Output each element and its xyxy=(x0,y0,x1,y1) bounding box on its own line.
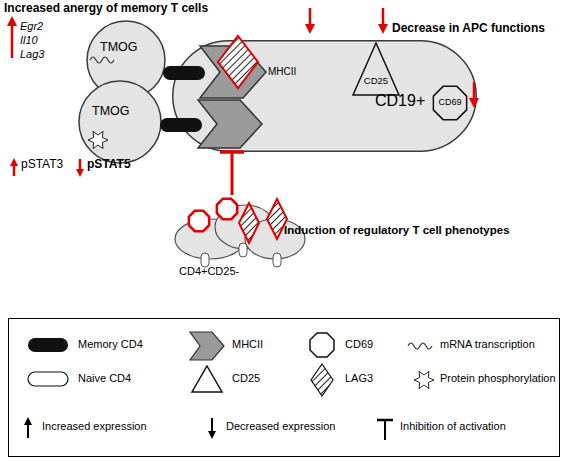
molecule-label: MHCII xyxy=(268,66,296,78)
legend-sample xyxy=(28,372,68,386)
gene-name: Egr2 xyxy=(20,20,43,33)
legend-sample xyxy=(27,424,29,438)
legend-sample xyxy=(28,338,68,352)
legend-sample xyxy=(414,371,434,388)
node-label: CD69 xyxy=(431,97,469,107)
naive-cell-group: CD4+CD25- xyxy=(165,195,310,283)
legend-item: Memory CD4 xyxy=(78,338,143,351)
legend-item: MHCII xyxy=(232,338,263,351)
cell-body xyxy=(79,81,161,163)
node-label: CD19+ xyxy=(375,92,425,110)
cell-body xyxy=(173,41,477,152)
naive-cd4-receptor xyxy=(239,243,247,257)
legend-item: LAG3 xyxy=(345,372,373,385)
gene-name: Il10 xyxy=(20,34,38,47)
legend-label: MHCII xyxy=(232,338,263,351)
naive-cd4-receptor xyxy=(201,253,209,267)
cd69-octagon xyxy=(217,199,237,219)
legend-sample xyxy=(311,364,333,396)
legend-sample xyxy=(208,431,216,439)
legend-label: Inhibition of activation xyxy=(400,420,506,433)
decrease-arrow-head xyxy=(76,169,84,177)
node-label: CD4+CD25- xyxy=(179,265,239,278)
decrease-arrow-head xyxy=(378,24,388,34)
legend-sample xyxy=(408,343,432,349)
decrease-arrow-head xyxy=(305,24,315,34)
legend-item: mRNA transcription xyxy=(440,338,535,351)
legend-sample xyxy=(384,420,386,440)
apc-cell-outline xyxy=(172,40,477,152)
legend-label: Memory CD4 xyxy=(78,338,143,351)
legend-frame xyxy=(9,319,560,457)
decrease-arrow xyxy=(79,159,82,170)
legend-label: Increased expression xyxy=(42,420,147,433)
cd25-triangle: CD25 xyxy=(352,42,400,96)
increase-arrow xyxy=(11,24,14,58)
node-label: TMOG xyxy=(92,104,130,118)
lag3-diamond xyxy=(239,203,259,243)
legend-label: Protein phosphorylation xyxy=(440,372,556,385)
node-label: TMOG xyxy=(100,40,138,54)
legend-sample xyxy=(24,417,32,425)
t-cell-outline xyxy=(78,80,162,164)
connectors xyxy=(220,152,244,195)
apc-cell: CD19+ CD25CD69 xyxy=(172,40,477,152)
protein-label: pSTAT5 xyxy=(87,158,131,172)
cd69-octagon xyxy=(189,211,209,231)
node-label: CD25 xyxy=(352,76,400,87)
legend-sample xyxy=(192,366,222,392)
legend-sample xyxy=(211,418,213,432)
decrease-arrow xyxy=(382,8,385,26)
legend-item: Protein phosphorylation xyxy=(440,372,556,385)
legend-label: LAG3 xyxy=(345,372,373,385)
legend-item: Increased expression xyxy=(42,420,147,433)
legend-label: CD25 xyxy=(232,372,260,385)
legend-item: CD69 xyxy=(345,338,373,351)
legend-label: mRNA transcription xyxy=(440,338,535,351)
naive-cd4-receptor xyxy=(273,253,281,267)
inhibition-line xyxy=(231,152,234,195)
section-title: Induction of regulatory T cell phenotype… xyxy=(284,224,510,237)
connector-group xyxy=(220,152,244,195)
legend-sample xyxy=(377,419,393,422)
legend-item: Inhibition of activation xyxy=(400,420,506,433)
legend-item: Decreased expression xyxy=(226,420,335,433)
increase-arrow-head xyxy=(10,158,18,166)
increase-arrow-head xyxy=(7,16,17,26)
legend-label: Decreased expression xyxy=(226,420,335,433)
legend-label: CD69 xyxy=(345,338,373,351)
legend-label: Naive CD4 xyxy=(78,372,131,385)
legend-sample xyxy=(190,332,224,360)
legend-item: CD25 xyxy=(232,372,260,385)
legend-item: Naive CD4 xyxy=(78,372,131,385)
section-title: Decrease in APC functions xyxy=(392,22,545,36)
gene-name: Lag3 xyxy=(20,48,44,61)
decrease-arrow xyxy=(309,8,312,26)
triangle-outline xyxy=(353,43,399,95)
t-cell: TMOG xyxy=(78,80,162,164)
increase-arrow xyxy=(13,165,16,176)
cd25-triangle-outline xyxy=(352,42,400,96)
section-title: Increased anergy of memory T cells xyxy=(4,2,208,16)
cd69-octagon: CD69 xyxy=(431,84,469,122)
legend-sample xyxy=(310,333,334,357)
protein-label: pSTAT3 xyxy=(21,158,63,172)
